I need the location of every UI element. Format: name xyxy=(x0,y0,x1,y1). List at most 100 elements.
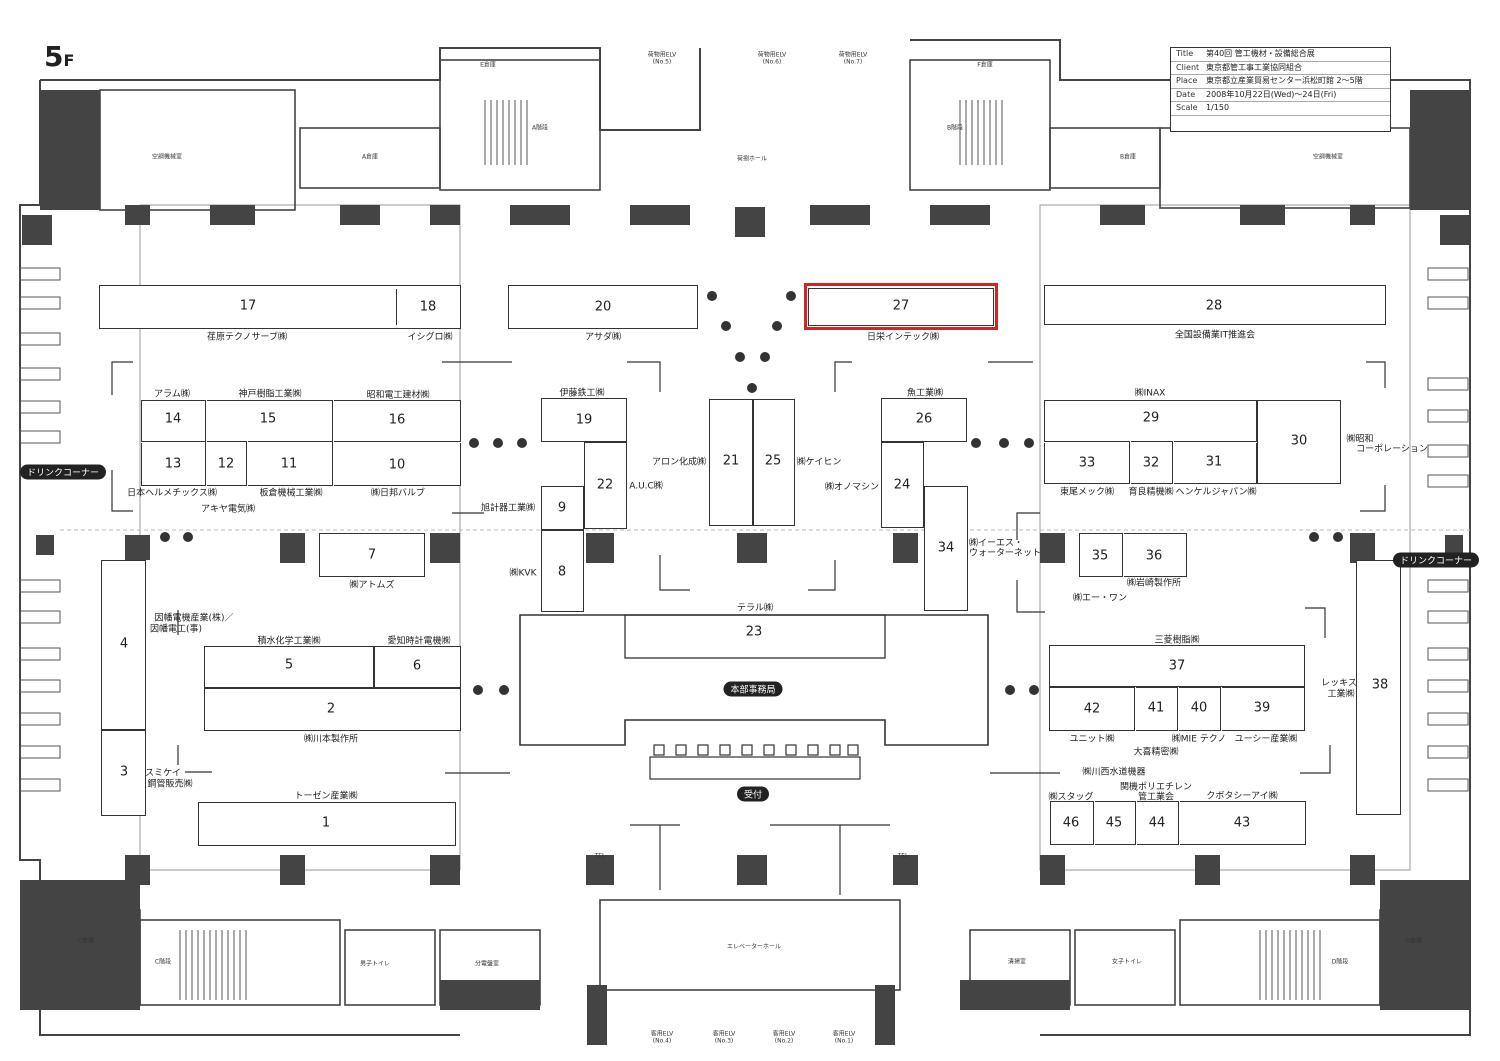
booth-number: 8 xyxy=(557,564,567,580)
exhibitor-label: 工業㈱ xyxy=(1327,689,1355,700)
exhibitor-label: 関機ポリエチレン xyxy=(1119,782,1193,793)
exhibitor-label: 板倉機械工業㈱ xyxy=(259,488,323,499)
elevator-label: (No.2) xyxy=(774,1037,794,1045)
booth-38[interactable] xyxy=(1356,560,1401,815)
booth-34[interactable] xyxy=(924,486,968,611)
booth-25[interactable] xyxy=(753,399,795,526)
room-label: 清掃室 xyxy=(1007,958,1027,966)
elevator-label: (No.7) xyxy=(843,58,863,66)
booth-7[interactable] xyxy=(319,533,425,577)
headquarters-label: 本部事務局 xyxy=(723,681,783,697)
exhibitor-label: 魚工業㈱ xyxy=(906,388,944,399)
booth-block-10-16[interactable] xyxy=(141,400,461,486)
booth-37[interactable] xyxy=(1049,645,1305,687)
booth-20[interactable] xyxy=(508,285,698,329)
elevator-label: 荷物用ELV xyxy=(647,51,677,59)
booth-number: 33 xyxy=(1078,455,1096,471)
exhibitor-label: 大喜精密㈱ xyxy=(1133,747,1179,758)
booth-19[interactable] xyxy=(541,398,627,442)
booth-2[interactable] xyxy=(204,688,461,731)
elevator-label: (No.3) xyxy=(714,1037,734,1045)
booth-22[interactable] xyxy=(584,442,627,529)
exhibitor-label: イシグロ㈱ xyxy=(407,332,453,343)
booth-number: 45 xyxy=(1105,815,1123,831)
booth-number: 40 xyxy=(1190,700,1208,716)
exhibitor-label: ㈱アトムズ xyxy=(349,580,395,591)
elevator-label: 荷物用ELV xyxy=(757,51,787,59)
room-label: C倉庫 xyxy=(77,937,95,945)
booth-6[interactable] xyxy=(374,646,461,688)
room-label: F倉庫 xyxy=(977,61,993,69)
exhibitor-label: テラル㈱ xyxy=(736,603,774,614)
booth-5[interactable] xyxy=(204,646,374,688)
booth-27[interactable] xyxy=(808,288,994,326)
room-label: 空調機械室 xyxy=(151,153,183,161)
booth-9[interactable] xyxy=(541,486,584,530)
booth-number: 24 xyxy=(893,477,911,493)
exhibitor-label: 神戸樹脂工業㈱ xyxy=(238,389,302,400)
elevator-label: (No.5) xyxy=(652,58,672,66)
booth-number: 41 xyxy=(1147,700,1165,716)
booth-number: 30 xyxy=(1290,433,1308,449)
booth-12-11-divider xyxy=(246,441,248,486)
exhibitor-label: ㈱岩崎製作所 xyxy=(1126,578,1182,589)
booth-30[interactable] xyxy=(1257,400,1341,484)
booth-number: 13 xyxy=(164,456,182,472)
exhibitor-label: 管工業会 xyxy=(1137,792,1175,803)
booth-8[interactable] xyxy=(541,530,584,612)
exhibitor-label: トーゼン産業㈱ xyxy=(294,791,358,802)
booth-number: 21 xyxy=(722,453,740,469)
exhibitor-label: 荏原テクノサーブ㈱ xyxy=(207,332,287,343)
booth-21[interactable] xyxy=(709,399,753,526)
elevator-label: (No.1) xyxy=(834,1037,854,1045)
exhibitor-label: アロン化成㈱ xyxy=(651,457,707,468)
booth-1[interactable] xyxy=(198,802,456,846)
exhibitor-label: ㈱オノマシン xyxy=(824,482,880,493)
exhibitor-label: 日栄インテック㈱ xyxy=(866,332,940,343)
booth-46-45-divider xyxy=(1093,801,1095,845)
elevator-label: (No.4) xyxy=(652,1037,672,1045)
exhibitor-label: ㈱川西水道機器 xyxy=(1082,767,1146,778)
exhibitor-label: クボタシーアイ㈱ xyxy=(1206,791,1278,802)
booth-number: 10 xyxy=(388,457,406,473)
room-label: エレベーターホール xyxy=(726,943,782,951)
booth-15-16-divider xyxy=(332,400,334,486)
booth-33-32-divider xyxy=(1129,441,1131,484)
booth-number: 15 xyxy=(259,411,277,427)
booth-number: 39 xyxy=(1253,700,1271,716)
booth-number: 36 xyxy=(1145,548,1163,564)
booth-24[interactable] xyxy=(881,442,924,528)
exhibitor-label: アキヤ電気㈱ xyxy=(200,504,256,515)
exhibitor-label: ㈱イーエス・ xyxy=(968,538,1024,549)
booth-35-36[interactable] xyxy=(1079,533,1187,577)
highlight-box xyxy=(804,283,998,330)
room-label: D倉庫 xyxy=(1405,937,1423,945)
booth-14-15-divider xyxy=(205,400,207,486)
booth-4[interactable] xyxy=(101,560,146,730)
booth-number: 18 xyxy=(419,299,437,315)
elevator-label: (No.6) xyxy=(762,58,782,66)
booth-28[interactable] xyxy=(1044,285,1386,325)
booth-3[interactable] xyxy=(101,730,146,816)
booth-number: 4 xyxy=(119,636,129,652)
room-label: B階段 xyxy=(946,124,964,132)
exhibitor-label: 因幡電機産業(株)／ xyxy=(154,613,234,624)
booth-number: 3 xyxy=(119,764,129,780)
exhibitor-label: ウォーターネット xyxy=(968,548,1042,559)
exhibitor-label: 三菱樹脂㈱ xyxy=(1154,635,1200,646)
room-label: 分電盤室 xyxy=(474,960,500,968)
booth-number: 20 xyxy=(594,299,612,315)
booth-26[interactable] xyxy=(881,398,967,442)
booth-17-18[interactable] xyxy=(99,285,461,329)
exhibitor-label: アサダ㈱ xyxy=(584,332,622,343)
booth-number: 23 xyxy=(745,624,763,640)
exhibitor-label: 愛知時計電機㈱ xyxy=(387,636,451,647)
exhibitor-label: ㈱KVK xyxy=(509,568,537,579)
booth-number: 31 xyxy=(1205,454,1223,470)
exhibitor-label: 育良精機㈱ xyxy=(1128,487,1174,498)
